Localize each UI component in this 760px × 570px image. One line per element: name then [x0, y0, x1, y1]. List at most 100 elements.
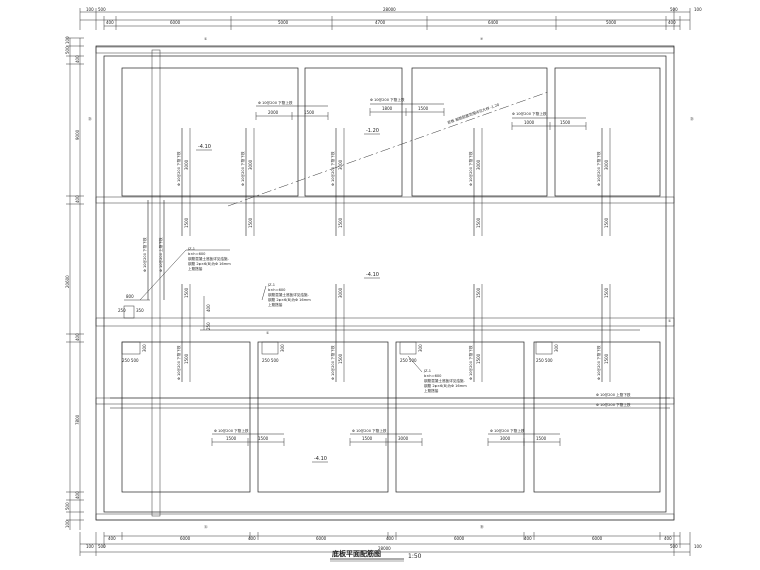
rebar-vertical-upper: Φ 10@200 下筋下铁 Φ 10@200 下筋下铁 Φ 10@200 下筋下…	[176, 128, 611, 236]
detail-note-left: JZ-1 b×h=600 钢筋混凝土底板详见结施- 钢筋 2φ×6(B)为Φ 1…	[139, 247, 231, 301]
detail-note: 钢筋混凝土底板详见结施-	[424, 378, 466, 383]
span-dim: 3000	[338, 287, 343, 298]
slab-outline	[95, 45, 675, 521]
axis-label: ⑦	[480, 37, 483, 41]
rebar-label: Φ 10@200 下筋下铁	[176, 151, 181, 186]
detail-id: JZ-1	[187, 247, 195, 251]
rebar-label: Φ 10@200 下筋下铁	[142, 237, 147, 272]
rebar-label: Φ 10@200 下筋上铁	[258, 100, 293, 105]
span-dim: 2000	[268, 110, 279, 115]
elevation-label: -4.10	[366, 272, 379, 278]
rebar-horizontal-lower: Φ 10@200 下筋上铁 1500 1500 Φ 10@200 下筋上铁 15…	[211, 428, 561, 446]
rebar-label: Φ 10@200 下筋下铁	[596, 345, 601, 380]
small-dim: 350	[136, 308, 144, 313]
dim-outer-right: 100	[694, 7, 702, 12]
dim-seg: 400	[664, 536, 672, 541]
rebar-label: Φ 10@200 下筋下铁	[330, 345, 335, 380]
span-dim: 1500	[476, 353, 481, 364]
dim-seg: 6000	[592, 536, 603, 541]
dim-seg: 400	[106, 20, 114, 25]
span-dim: 1500	[338, 217, 343, 228]
dim-seg: 5000	[606, 20, 617, 25]
rebar-label: Φ 10@200 下筋上铁	[352, 428, 387, 433]
elevation-marks: -4.10 -1.20 -4.10 -4.10	[196, 128, 380, 463]
title: 底板平面配筋图	[332, 549, 381, 558]
span-dim: 3000	[398, 436, 409, 441]
rebar-horizontal-upper: Φ 10@200 下筋上铁 2000 1500 Φ 10@200 下筋上铁 18…	[255, 97, 587, 130]
detail-size: b×h=600	[188, 252, 206, 256]
rebar-long-right: Φ 10@200 上筋下铁 Φ 10@200 下筋上铁	[110, 392, 670, 409]
drawing-title: 底板平面配筋图 1:50	[330, 549, 422, 562]
span-dim: 1500	[184, 353, 189, 364]
dim-outer-left: 100	[86, 7, 94, 12]
rebar-label: Φ 10@200 下筋上铁	[512, 111, 547, 116]
elevation-label: -4.10	[314, 456, 327, 462]
axis-label: ①	[266, 331, 269, 335]
span-dim: 1500	[248, 217, 253, 228]
span-dim: 3000	[500, 436, 511, 441]
detail-note: 钢筋 2φ×6(B)为Φ 16mm	[188, 261, 231, 266]
dim-cover-right: 500	[670, 544, 678, 549]
rebar-label: Φ 10@200 上筋下铁	[158, 237, 163, 272]
dim-seg: 400	[668, 20, 676, 25]
rebar-label: Φ 10@200 上筋下铁	[596, 392, 631, 397]
span-dim: 1500	[184, 217, 189, 228]
top-dimension-chain: 100 500 28000 500 100 400 6000 5000 4700…	[79, 7, 702, 30]
rebar-label: Φ 10@200 下筋下铁	[176, 345, 181, 380]
span-dim: 1500	[338, 353, 343, 364]
dim-seg: 6400	[488, 20, 499, 25]
dim-left: 400	[75, 195, 80, 203]
small-dim: 800	[126, 294, 134, 299]
dim-seg: 6000	[180, 536, 191, 541]
rebar-label: Φ 10@200 下筋上铁	[490, 428, 525, 433]
axis-label: ①	[668, 319, 671, 323]
pit-openings: 250 500 250 500 250 500 250 500 300 300 …	[121, 341, 559, 363]
pit-dim: 300	[418, 344, 423, 352]
left-dimension-chain: 100 500 400 9000 400 20600 400 7800 400 …	[65, 36, 84, 530]
pit-dim: 250 500	[262, 358, 279, 363]
dim-total: 28000	[383, 7, 396, 12]
rebar-vertical-lower: Φ 10@200 下筋下铁 Φ 10@200 下筋下铁 Φ 10@200 下筋下…	[176, 284, 611, 382]
scale: 1:50	[408, 553, 422, 560]
dim-seg: 6000	[454, 536, 465, 541]
dim-left: 500	[65, 46, 70, 54]
lower-rooms	[121, 341, 661, 493]
span-dim: 400	[206, 304, 211, 312]
pit-dim: 250 500	[400, 358, 417, 363]
dim-left: 20600	[65, 275, 70, 288]
span-dim: 1500	[184, 287, 189, 298]
rebar-label: Φ 10@200 下筋上铁	[596, 402, 631, 407]
axis-label: Ⓓ	[88, 116, 92, 121]
span-dim: 1500	[418, 106, 429, 111]
rebar-long-left: Φ 10@200 下筋下铁 Φ 10@200 上筋下铁	[142, 200, 165, 300]
span-dim: 1500	[258, 436, 269, 441]
rebar-label: Φ 10@200 下筋下铁	[468, 151, 473, 186]
dim-left: 400	[75, 55, 80, 63]
span-dim: 250	[206, 322, 211, 330]
span-dim: 1500	[536, 436, 547, 441]
dim-left: 400	[75, 491, 80, 499]
elevation-label: -1.20	[366, 128, 379, 134]
span-dim: 3000	[338, 159, 343, 170]
detail-size: b×h=600	[424, 374, 442, 378]
detail-id: JZ-1	[423, 369, 431, 373]
dim-left: 400	[75, 333, 80, 341]
span-dim: 1500	[604, 287, 609, 298]
dim-seg: 400	[386, 536, 394, 541]
dim-total: 28000	[378, 546, 391, 551]
detail-note: 上筋搭接	[188, 266, 203, 271]
dim-cover-left: 500	[98, 544, 106, 549]
column-detail: 800 250 350	[118, 294, 150, 319]
detail-note: 上筋搭接	[268, 302, 283, 307]
detail-note: 钢筋 2φ×6(B)为Φ 16mm	[268, 297, 311, 302]
dim-left: 100	[65, 520, 70, 528]
axis-markers: ① ⑦ Ⓐ Ⓑ Ⓓ Ⓓ ① ①	[88, 37, 694, 529]
dim-seg: 6000	[170, 20, 181, 25]
dim-seg: 4700	[375, 20, 386, 25]
dim-left: 500	[65, 502, 70, 510]
span-dim: 3000	[476, 159, 481, 170]
rebar-label: Φ 10@200 下筋上铁	[214, 428, 249, 433]
span-dim: 1500	[476, 287, 481, 298]
detail-note-center: JZ-1 b×h=600 钢筋混凝土底板详见结施- 钢筋 2φ×6(B)为Φ 1…	[261, 283, 311, 307]
small-dim: 250	[118, 308, 126, 313]
